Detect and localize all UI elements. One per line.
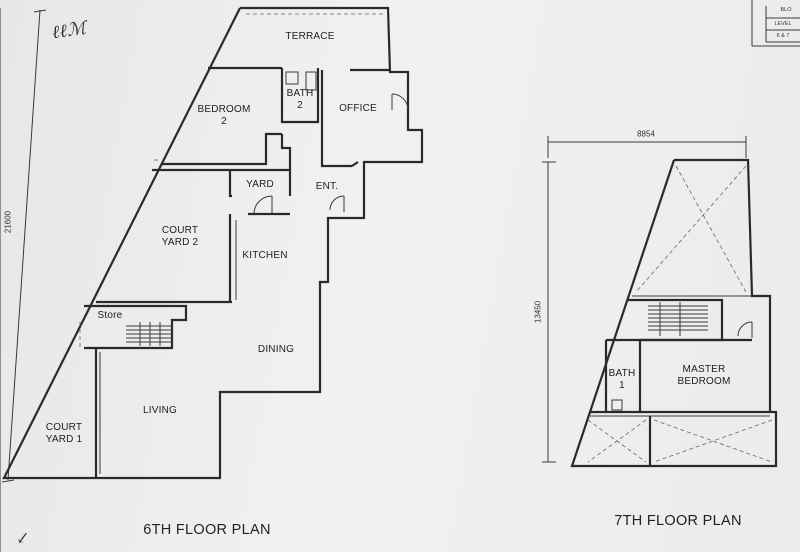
bath-2-walls	[280, 68, 320, 124]
room-label-master-bedroom: MASTER BEDROOM	[677, 364, 731, 387]
title-block-block-cell: BLO	[780, 7, 792, 13]
title-block-frame	[751, 0, 800, 47]
room-label-kitchen: KITCHEN	[242, 250, 288, 261]
room-label-bath-2: BATH 2	[286, 88, 314, 111]
dimension-line-21600	[1, 9, 47, 483]
room-label-entrance: ENT.	[315, 181, 339, 192]
room-label-dining: DINING	[257, 344, 295, 355]
seventh-floor-outline	[570, 158, 778, 468]
room-label-yard: YARD	[246, 179, 274, 190]
room-label-store: Store	[97, 310, 123, 321]
dimension-label-8854: 8854	[637, 129, 655, 139]
room-label-living: LIVING	[143, 405, 177, 416]
room-label-terrace: TERRACE	[285, 31, 335, 42]
dimension-label-21600: 21600	[3, 210, 13, 234]
sixth-floor-plan-title: 6TH FLOOR PLAN	[143, 522, 271, 538]
title-block-level-value: 6 & 7	[776, 33, 790, 39]
room-label-office: OFFICE	[339, 103, 377, 114]
room-label-bath-1: BATH 1	[608, 368, 636, 391]
bedroom-2-walls	[162, 132, 282, 166]
room-label-bedroom-2: BEDROOM 2	[197, 104, 251, 127]
dimension-label-13450: 13450	[533, 300, 543, 324]
sixth-floor-outline	[2, 6, 424, 480]
seventh-stair-treads	[648, 302, 708, 336]
room-label-court-yard-1: COURT YARD 1	[45, 422, 83, 445]
title-block-level-cell: LEVEL	[774, 21, 792, 27]
room-label-court-yard-2: COURT YARD 2	[161, 225, 199, 248]
seventh-floor-plan-title: 7TH FLOOR PLAN	[614, 513, 742, 529]
handwritten-mark: ↙	[14, 527, 31, 548]
stair-treads	[126, 322, 172, 346]
dimension-line-13450	[542, 161, 556, 463]
office-walls	[320, 70, 352, 168]
store-walls	[84, 304, 188, 350]
dimension-line-8854	[547, 136, 747, 158]
